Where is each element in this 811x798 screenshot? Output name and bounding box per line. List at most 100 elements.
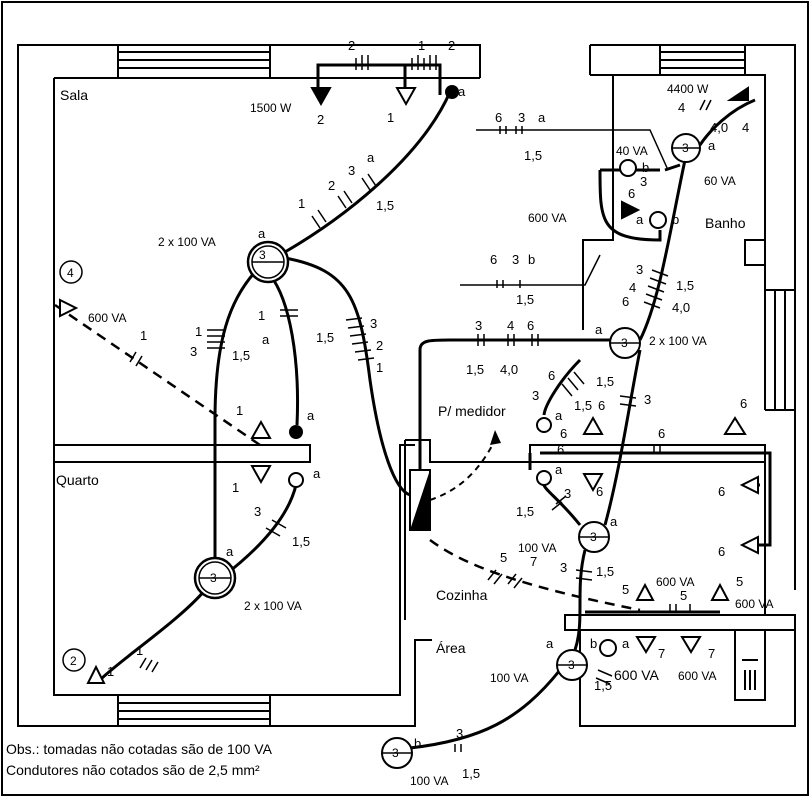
wire-label: a (538, 110, 546, 125)
wire-label: 1,5 (292, 534, 310, 549)
wire-label: 3 (621, 336, 628, 350)
room-cozinha: Cozinha (436, 587, 488, 603)
wire-label: 4 (629, 280, 636, 295)
wire-label: 1 (232, 480, 239, 495)
wire-label: 3 (348, 163, 355, 178)
wire-label: 5 (736, 574, 743, 589)
wire-label: a (595, 322, 603, 337)
load-banho-60: 60 VA (704, 174, 736, 188)
room-sala: Sala (60, 87, 88, 103)
wire-label: 5 (680, 588, 687, 603)
wire-label: 2 (348, 38, 355, 53)
light-fixtures (193, 133, 701, 769)
wire-label: a (636, 212, 644, 227)
wire-label: a (622, 636, 630, 651)
wire-label: 1 (387, 110, 394, 125)
wire-label: 3 (259, 248, 266, 262)
wire-label: a (458, 84, 466, 99)
load-banho-4400: 4400 W (667, 82, 709, 96)
meter-label: P/ medidor (438, 403, 506, 419)
load-area-600b: 600 VA (678, 669, 716, 683)
load-sala-1500: 1500 W (250, 101, 292, 115)
wire-label: 3 (682, 141, 689, 155)
wire-label: a (307, 408, 315, 423)
note-line-2: Condutores não cotados são de 2,5 mm² (6, 762, 260, 778)
wire-label: 1 (236, 403, 243, 418)
wire-label: 6 (622, 294, 629, 309)
wire-label: a (708, 138, 716, 153)
wire-ticks (129, 55, 712, 752)
load-quarto-light: 2 x 100 VA (244, 599, 302, 613)
wire-label: 1 (140, 328, 147, 343)
wire-label: a (610, 514, 618, 529)
wire-label: 3 (254, 504, 261, 519)
wire-label: 1 (258, 308, 265, 323)
load-coz-100: 100 VA (518, 541, 556, 555)
wire-label: b (414, 736, 421, 751)
wire-label: 1,5 (462, 766, 480, 781)
circuit-circles (59, 260, 86, 672)
load-coz-600a: 600 VA (656, 575, 694, 589)
light-cozinha (609, 327, 641, 359)
wire-label: 2 (376, 338, 383, 353)
wire-label: b (672, 212, 679, 227)
room-area: Área (436, 640, 466, 656)
meter-arrow (429, 439, 496, 501)
wire-label: 3 (644, 392, 651, 407)
room-quarto: Quarto (56, 472, 99, 488)
wire-label: 3 (636, 262, 643, 277)
wire-label: 1,5 (574, 398, 592, 413)
wire-label: 4,0 (672, 300, 690, 315)
load-banho-40: 40 VA (616, 144, 648, 158)
wire-label: 3 (640, 174, 647, 189)
light-external (381, 737, 413, 769)
circuit-marker-4: 4 (67, 266, 74, 280)
load-labels: 1500 W 2 x 100 VA 600 VA 2 x 100 VA 4400… (88, 82, 773, 788)
wire-label: 7 (530, 554, 537, 569)
wire-label: 1 (195, 324, 202, 339)
wire-label: 7 (708, 646, 715, 661)
wire-label: 1 (298, 196, 305, 211)
wire-label: 1,5 (232, 348, 250, 363)
wire-label: 6 (495, 110, 502, 125)
wire-label: 3 (560, 560, 567, 575)
wire-label: 1 (418, 38, 425, 53)
meter-arrow-head (490, 430, 501, 445)
wire-label: 1 (136, 643, 143, 658)
load-coz-600b: 600 VA (735, 597, 773, 611)
feeders (460, 129, 669, 286)
wire-label: 7 (658, 646, 665, 661)
dashed-runs (54, 303, 641, 612)
wire-label: 4,0 (500, 362, 518, 377)
wire-label: 6 (718, 484, 725, 499)
wire-label: 3 (190, 344, 197, 359)
wire-label: 1,5 (516, 504, 534, 519)
conduits (98, 63, 772, 750)
wire-label: a (367, 150, 375, 165)
wire-label: 4 (678, 100, 685, 115)
wire-label: 2 (328, 178, 335, 193)
wire-label: 4,0 (710, 120, 728, 135)
load-area-100: 100 VA (490, 671, 528, 685)
notes: Obs.: tomadas não cotadas são de 100 VA … (6, 741, 273, 778)
walls (17, 44, 796, 727)
load-area-600a: 600 VA (614, 667, 660, 683)
wire-label: 6 (740, 396, 747, 411)
wire-label: 3 (512, 252, 519, 267)
meter-panel (409, 469, 431, 531)
wire-label: 3 (475, 318, 482, 333)
wire-label: 6 (628, 186, 635, 201)
wire-label: 6 (560, 426, 567, 441)
wire-label: 1,5 (316, 330, 334, 345)
wire-label: 1 (376, 360, 383, 375)
wire-label: 2 (448, 38, 455, 53)
wire-label: 6 (718, 544, 725, 559)
wire-label: 3 (564, 486, 571, 501)
wire-label: 3 (590, 530, 597, 544)
wire-label: b (590, 636, 597, 651)
wire-label: 3 (518, 110, 525, 125)
wire-label: a (226, 544, 234, 559)
wire-label: a (555, 462, 563, 477)
